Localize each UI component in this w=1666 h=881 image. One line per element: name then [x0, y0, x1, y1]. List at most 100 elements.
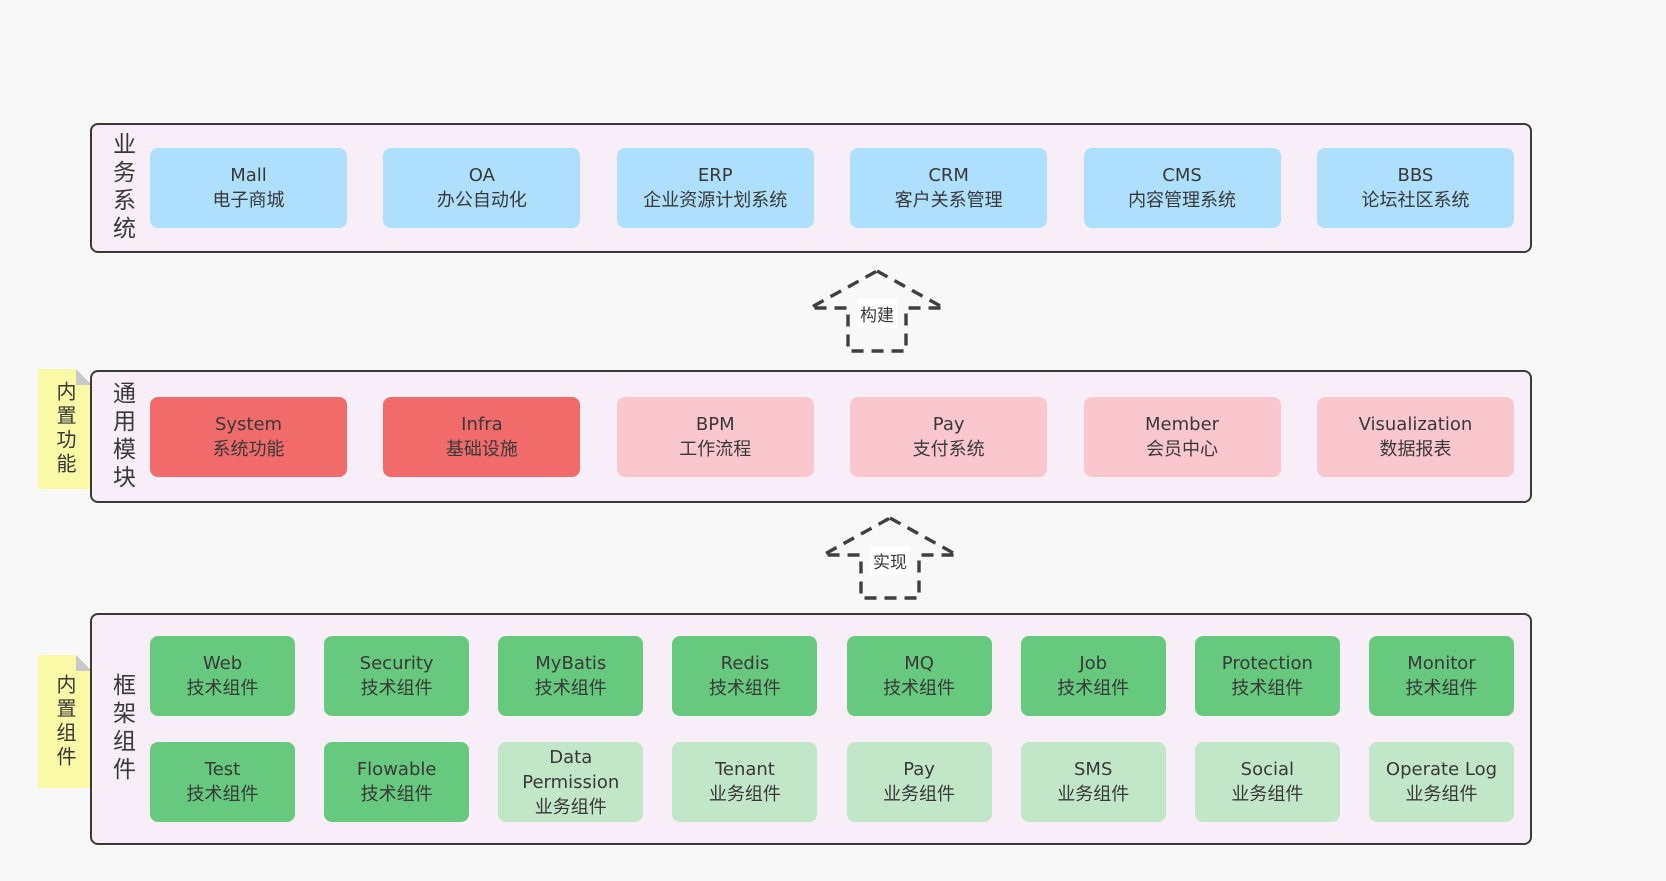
node-visualization: Visualization 数据报表 — [1316, 396, 1514, 477]
node-title: ERP — [697, 165, 733, 186]
node-title: SMS — [1074, 759, 1113, 780]
node-title: Redis — [720, 653, 770, 674]
node-tenant: Tenant 业务组件 — [672, 742, 818, 822]
node-subtitle: 业务组件 — [1057, 784, 1130, 805]
node-subtitle: 技术组件 — [1405, 678, 1478, 699]
band-label-common-modules: 通用模块 — [92, 372, 150, 501]
node-subtitle: 业务组件 — [1231, 784, 1304, 805]
node-subtitle: 技术组件 — [360, 678, 433, 699]
node-title: Operate Log — [1385, 759, 1498, 780]
node-title: MQ — [904, 653, 934, 674]
band-framework-components: 框架组件 Web 技术组件 Security 技术组件 MyBatis 技术组件… — [90, 613, 1532, 845]
arrow-build: 构建 — [807, 268, 947, 354]
node-subtitle: 技术组件 — [360, 784, 433, 805]
node-operate-log: Operate Log 业务组件 — [1368, 742, 1514, 822]
node-web: Web 技术组件 — [150, 636, 295, 716]
node-subtitle: 会员中心 — [1146, 438, 1219, 460]
up-arrow-dashed-icon — [822, 516, 958, 600]
band-label-business-systems: 业务系统 — [92, 125, 150, 251]
node-title: System — [214, 413, 283, 435]
node-subtitle: 系统功能 — [212, 438, 285, 460]
node-job: Job 技术组件 — [1020, 636, 1166, 716]
node-title: Pay — [903, 759, 935, 780]
node-title: Member — [1145, 413, 1220, 435]
up-arrow-dashed-icon — [809, 269, 945, 353]
node-subtitle: 业务组件 — [1405, 784, 1478, 805]
sticky-text: 内置组件 — [53, 673, 77, 770]
node-title: Flowable — [356, 759, 437, 780]
node-protection: Protection 技术组件 — [1194, 636, 1340, 716]
node-subtitle: 技术组件 — [1231, 678, 1304, 699]
band-label-text: 通用模块 — [108, 380, 135, 493]
node-title: Data Permission — [522, 746, 620, 793]
node-title: Web — [202, 653, 243, 674]
node-subtitle: 内容管理系统 — [1128, 190, 1237, 211]
node-title: Test — [204, 759, 241, 780]
node-subtitle: 工作流程 — [679, 438, 752, 460]
node-oa: OA 办公自动化 — [383, 148, 581, 228]
node-subtitle: 业务组件 — [883, 784, 956, 805]
node-title: MyBatis — [535, 653, 607, 674]
band-business-systems: 业务系统 Mall 电子商城 OA 办公自动化 ERP 企业资源计划系统 CRM — [90, 123, 1532, 253]
node-flowable: Flowable 技术组件 — [324, 742, 470, 822]
node-title: BBS — [1397, 165, 1434, 186]
arrow-implement-label: 实现 — [870, 546, 910, 575]
band-label-text: 框架组件 — [108, 673, 135, 785]
node-title: BPM — [695, 413, 735, 435]
node-title: Tenant — [714, 759, 775, 780]
sticky-text: 内置功能 — [53, 381, 77, 477]
node-title: Pay — [932, 413, 965, 435]
node-title: Social — [1240, 759, 1295, 780]
node-pay-biz: Pay 业务组件 — [846, 742, 992, 822]
node-subtitle: 技术组件 — [708, 678, 781, 699]
band-label-text: 业务系统 — [108, 132, 135, 244]
node-subtitle: 论坛社区系统 — [1361, 190, 1470, 211]
node-subtitle: 技术组件 — [186, 784, 259, 805]
node-bbs: BBS 论坛社区系统 — [1316, 148, 1514, 228]
node-title: Security — [359, 653, 434, 674]
node-title: Mall — [230, 165, 267, 186]
node-test: Test 技术组件 — [150, 742, 295, 822]
node-title: OA — [468, 165, 495, 186]
node-erp: ERP 企业资源计划系统 — [616, 148, 814, 228]
node-title: CMS — [1162, 165, 1202, 186]
node-subtitle: 技术组件 — [186, 678, 259, 699]
node-subtitle: 数据报表 — [1379, 438, 1452, 460]
node-mybatis: MyBatis 技术组件 — [498, 636, 644, 716]
node-social: Social 业务组件 — [1194, 742, 1340, 822]
node-monitor: Monitor 技术组件 — [1368, 636, 1514, 716]
node-title: Monitor — [1407, 653, 1476, 674]
node-subtitle: 电子商城 — [212, 190, 285, 211]
sticky-built-in-components: 内置组件 — [38, 655, 92, 788]
node-cms: CMS 内容管理系统 — [1083, 148, 1281, 228]
node-subtitle: 支付系统 — [912, 438, 985, 460]
node-infra: Infra 基础设施 — [383, 396, 581, 477]
node-member: Member 会员中心 — [1083, 396, 1281, 477]
node-sms: SMS 业务组件 — [1020, 742, 1166, 822]
node-subtitle: 业务组件 — [534, 796, 607, 818]
node-title: Job — [1079, 653, 1108, 674]
node-subtitle: 技术组件 — [1057, 678, 1130, 699]
node-bpm: BPM 工作流程 — [616, 396, 814, 477]
node-subtitle: 业务组件 — [708, 784, 781, 805]
arrow-implement: 实现 — [820, 515, 960, 601]
band-common-modules: 通用模块 System 系统功能 Infra 基础设施 BPM 工作流程 Pay — [90, 370, 1532, 503]
node-crm: CRM 客户关系管理 — [850, 148, 1048, 228]
node-subtitle: 办公自动化 — [436, 190, 527, 211]
node-mall: Mall 电子商城 — [150, 148, 347, 228]
band-label-framework-components: 框架组件 — [92, 615, 150, 843]
node-title: Protection — [1221, 653, 1313, 674]
arrow-build-label: 构建 — [857, 299, 897, 328]
node-redis: Redis 技术组件 — [672, 636, 818, 716]
node-mq: MQ 技术组件 — [846, 636, 992, 716]
node-subtitle: 企业资源计划系统 — [643, 190, 788, 211]
node-title: Visualization — [1358, 413, 1473, 435]
node-security: Security 技术组件 — [324, 636, 470, 716]
node-subtitle: 技术组件 — [883, 678, 956, 699]
node-subtitle: 客户关系管理 — [894, 190, 1003, 211]
sticky-built-in-features: 内置功能 — [38, 369, 92, 489]
node-pay: Pay 支付系统 — [850, 396, 1048, 477]
node-data-permission: Data Permission 业务组件 — [498, 742, 644, 822]
node-title: Infra — [461, 413, 503, 435]
